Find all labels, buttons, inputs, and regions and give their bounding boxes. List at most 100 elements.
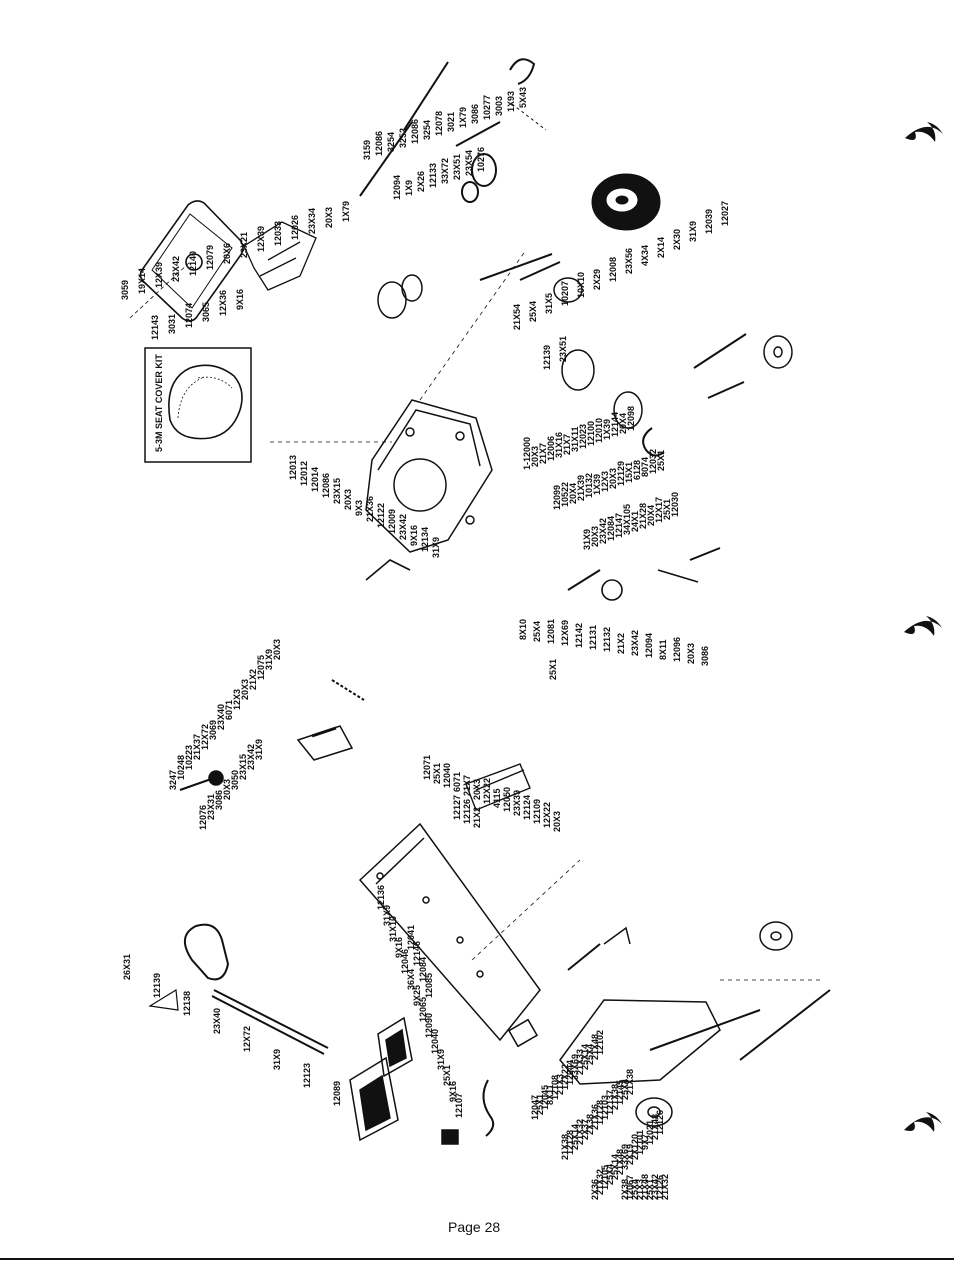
part-label-wheel: 21X54	[512, 304, 522, 330]
part-label-lower-axle: 21X32	[595, 1169, 605, 1195]
part-label-lever-assembly: 21X37	[192, 734, 202, 760]
part-label-handle: 12X72	[242, 1026, 252, 1052]
part-label-lower-frame: 31X9	[436, 1049, 446, 1070]
part-label-wheel: 2X29	[592, 269, 602, 290]
part-label-lower-axle: 21X3	[635, 1179, 645, 1200]
part-label-brake-linkage: 12081	[546, 619, 556, 644]
part-label-lower-frame: 12107	[454, 1093, 464, 1118]
part-label-lower-frame: 12136	[376, 885, 386, 910]
part-label-lower-axle: 12102	[595, 1030, 605, 1055]
part-label-brake-linkage: 12132	[602, 627, 612, 652]
part-label-lower-axle: 33X69	[620, 1144, 630, 1170]
part-label-lower-axle: 12044	[565, 1060, 575, 1085]
part-label-mid-bracket: 6071	[452, 772, 462, 792]
part-label-wheel: 23X56	[624, 248, 634, 274]
part-label-lower-frame: 9X16	[448, 1081, 458, 1102]
part-label-lower-axle: 21X32	[575, 1119, 585, 1145]
part-label-lower-axle: 25X4	[585, 1044, 595, 1065]
part-label-lower-axle: 21X32	[660, 1174, 670, 1200]
part-label-lever-assembly: 20X3	[240, 679, 250, 700]
part-label-pulley: 24X1	[630, 511, 640, 532]
part-label-pulley: 25X1	[656, 450, 666, 471]
part-label-seat: 12X39	[256, 226, 266, 252]
part-label-pulley: 12144	[610, 412, 620, 437]
part-label-lower-axle: 21X48	[615, 1149, 625, 1175]
part-label-lower-axle: 12X22	[560, 1064, 570, 1090]
part-label-lower-axle: 25X14	[570, 1124, 580, 1150]
mid-bracket	[465, 763, 531, 811]
part-label-lower-axle: 21X48	[650, 1114, 660, 1140]
part-label-handle: 23X40	[212, 1008, 222, 1034]
part-label-lever-assembly: 21X2	[248, 669, 258, 690]
part-label-frame-plate: 12009	[387, 509, 397, 534]
part-label-lower-frame: 12041	[406, 925, 416, 950]
part-label-seat: 12026	[290, 215, 300, 240]
part-label-lower-frame: 9X25	[412, 985, 422, 1006]
part-label-lower-axle: 12101	[635, 1130, 645, 1155]
alignment-guides	[270, 249, 820, 981]
part-label-pulley: 12006	[546, 436, 556, 461]
part-label-frame-plate: 12012	[299, 461, 309, 486]
part-label-seat: 12079	[205, 245, 215, 270]
part-label-lower-frame: 31X9	[382, 905, 392, 926]
part-label-lower-axle: 21X36	[590, 1104, 600, 1130]
part-label-brake-linkage: 12094	[644, 633, 654, 658]
part-label-seat: 3065	[201, 302, 211, 322]
part-label-lever-assembly: 31X9	[254, 739, 264, 760]
part-label-pulley: 20X4	[618, 413, 628, 434]
part-label-lever-assembly: 10248	[176, 755, 186, 780]
part-label-lower-axle: 8X11	[545, 1084, 555, 1105]
part-label-pulley: 12098	[626, 406, 636, 431]
part-label-wheel: 25X4	[528, 301, 538, 322]
part-label-lever-assembly: 12X72	[200, 724, 210, 750]
steering-handle	[148, 923, 329, 1055]
part-label-brake-linkage: 8X11	[658, 639, 668, 660]
part-label-pulley: 31X11	[570, 426, 580, 452]
center-frame-plate	[365, 399, 493, 553]
part-label-lower-axle: 21X48	[590, 1034, 600, 1060]
part-label-pulley: 1X39	[592, 474, 602, 495]
part-label-lower-axle: 12047	[530, 1095, 540, 1120]
part-label-lower-frame: 25X1	[442, 1065, 452, 1086]
part-label-upper-links: 12086	[410, 119, 420, 144]
part-label-upper-links: 3086	[470, 104, 480, 124]
part-label-lower-axle: 12126	[655, 1175, 665, 1200]
part-label-seat: 20X6	[222, 243, 232, 264]
part-label-frame-plate: 20X3	[343, 489, 353, 510]
part-label-pulley: 25X1	[662, 499, 672, 520]
part-label-lever-assembly: 12X3	[232, 689, 242, 710]
part-label-frame-plate: 21X36	[365, 496, 375, 522]
part-label-brake-linkage: 12142	[574, 623, 584, 648]
part-label-pulley: 12030	[670, 492, 680, 517]
part-label-pulley: 31X16	[554, 432, 564, 458]
part-label-handle: 12123	[302, 1063, 312, 1088]
part-label-frame-plate: 31X9	[431, 537, 441, 558]
part-label-brake-linkage: 20X3	[686, 643, 696, 664]
part-label-seat: 19X14	[137, 268, 147, 294]
part-label-wheel: 2X30	[672, 229, 682, 250]
part-label-lever-assembly: 23X31	[206, 794, 216, 820]
part-label-lower-axle: 25X4	[630, 1179, 640, 1200]
part-label-lower-axle: 12108	[550, 1075, 560, 1100]
part-label-pulley: 12099	[552, 485, 562, 510]
part-label-mid-bracket: 12127	[452, 795, 462, 820]
part-label-upper-links: 5X43	[518, 87, 528, 108]
part-label-upper-links: 3159	[362, 140, 372, 160]
part-label-lever-assembly: 12076	[198, 805, 208, 830]
part-label-wheel: 12027	[720, 201, 730, 226]
part-label-lower-axle: 21X38	[560, 1134, 570, 1160]
part-label-handle: 12138	[182, 991, 192, 1016]
part-label-upper-links: 12094	[392, 175, 402, 200]
part-label-lever-assembly: 31X9	[264, 649, 274, 670]
part-label-mid-bracket: 12126	[462, 799, 472, 824]
part-label-mid-bracket: 12071	[422, 755, 432, 780]
part-label-pulley: 12X3	[600, 471, 610, 492]
part-label-lower-axle: 12067	[625, 1175, 635, 1200]
part-label-brake-linkage: 8X10	[518, 619, 528, 640]
part-label-lower-axle: 12103	[600, 1095, 610, 1120]
part-label-lever-assembly: 12075	[256, 655, 266, 680]
part-label-frame-plate: 12013	[288, 455, 298, 480]
part-label-lower-axle: 23X42	[650, 1174, 660, 1200]
part-label-handle: 31X9	[272, 1049, 282, 1070]
